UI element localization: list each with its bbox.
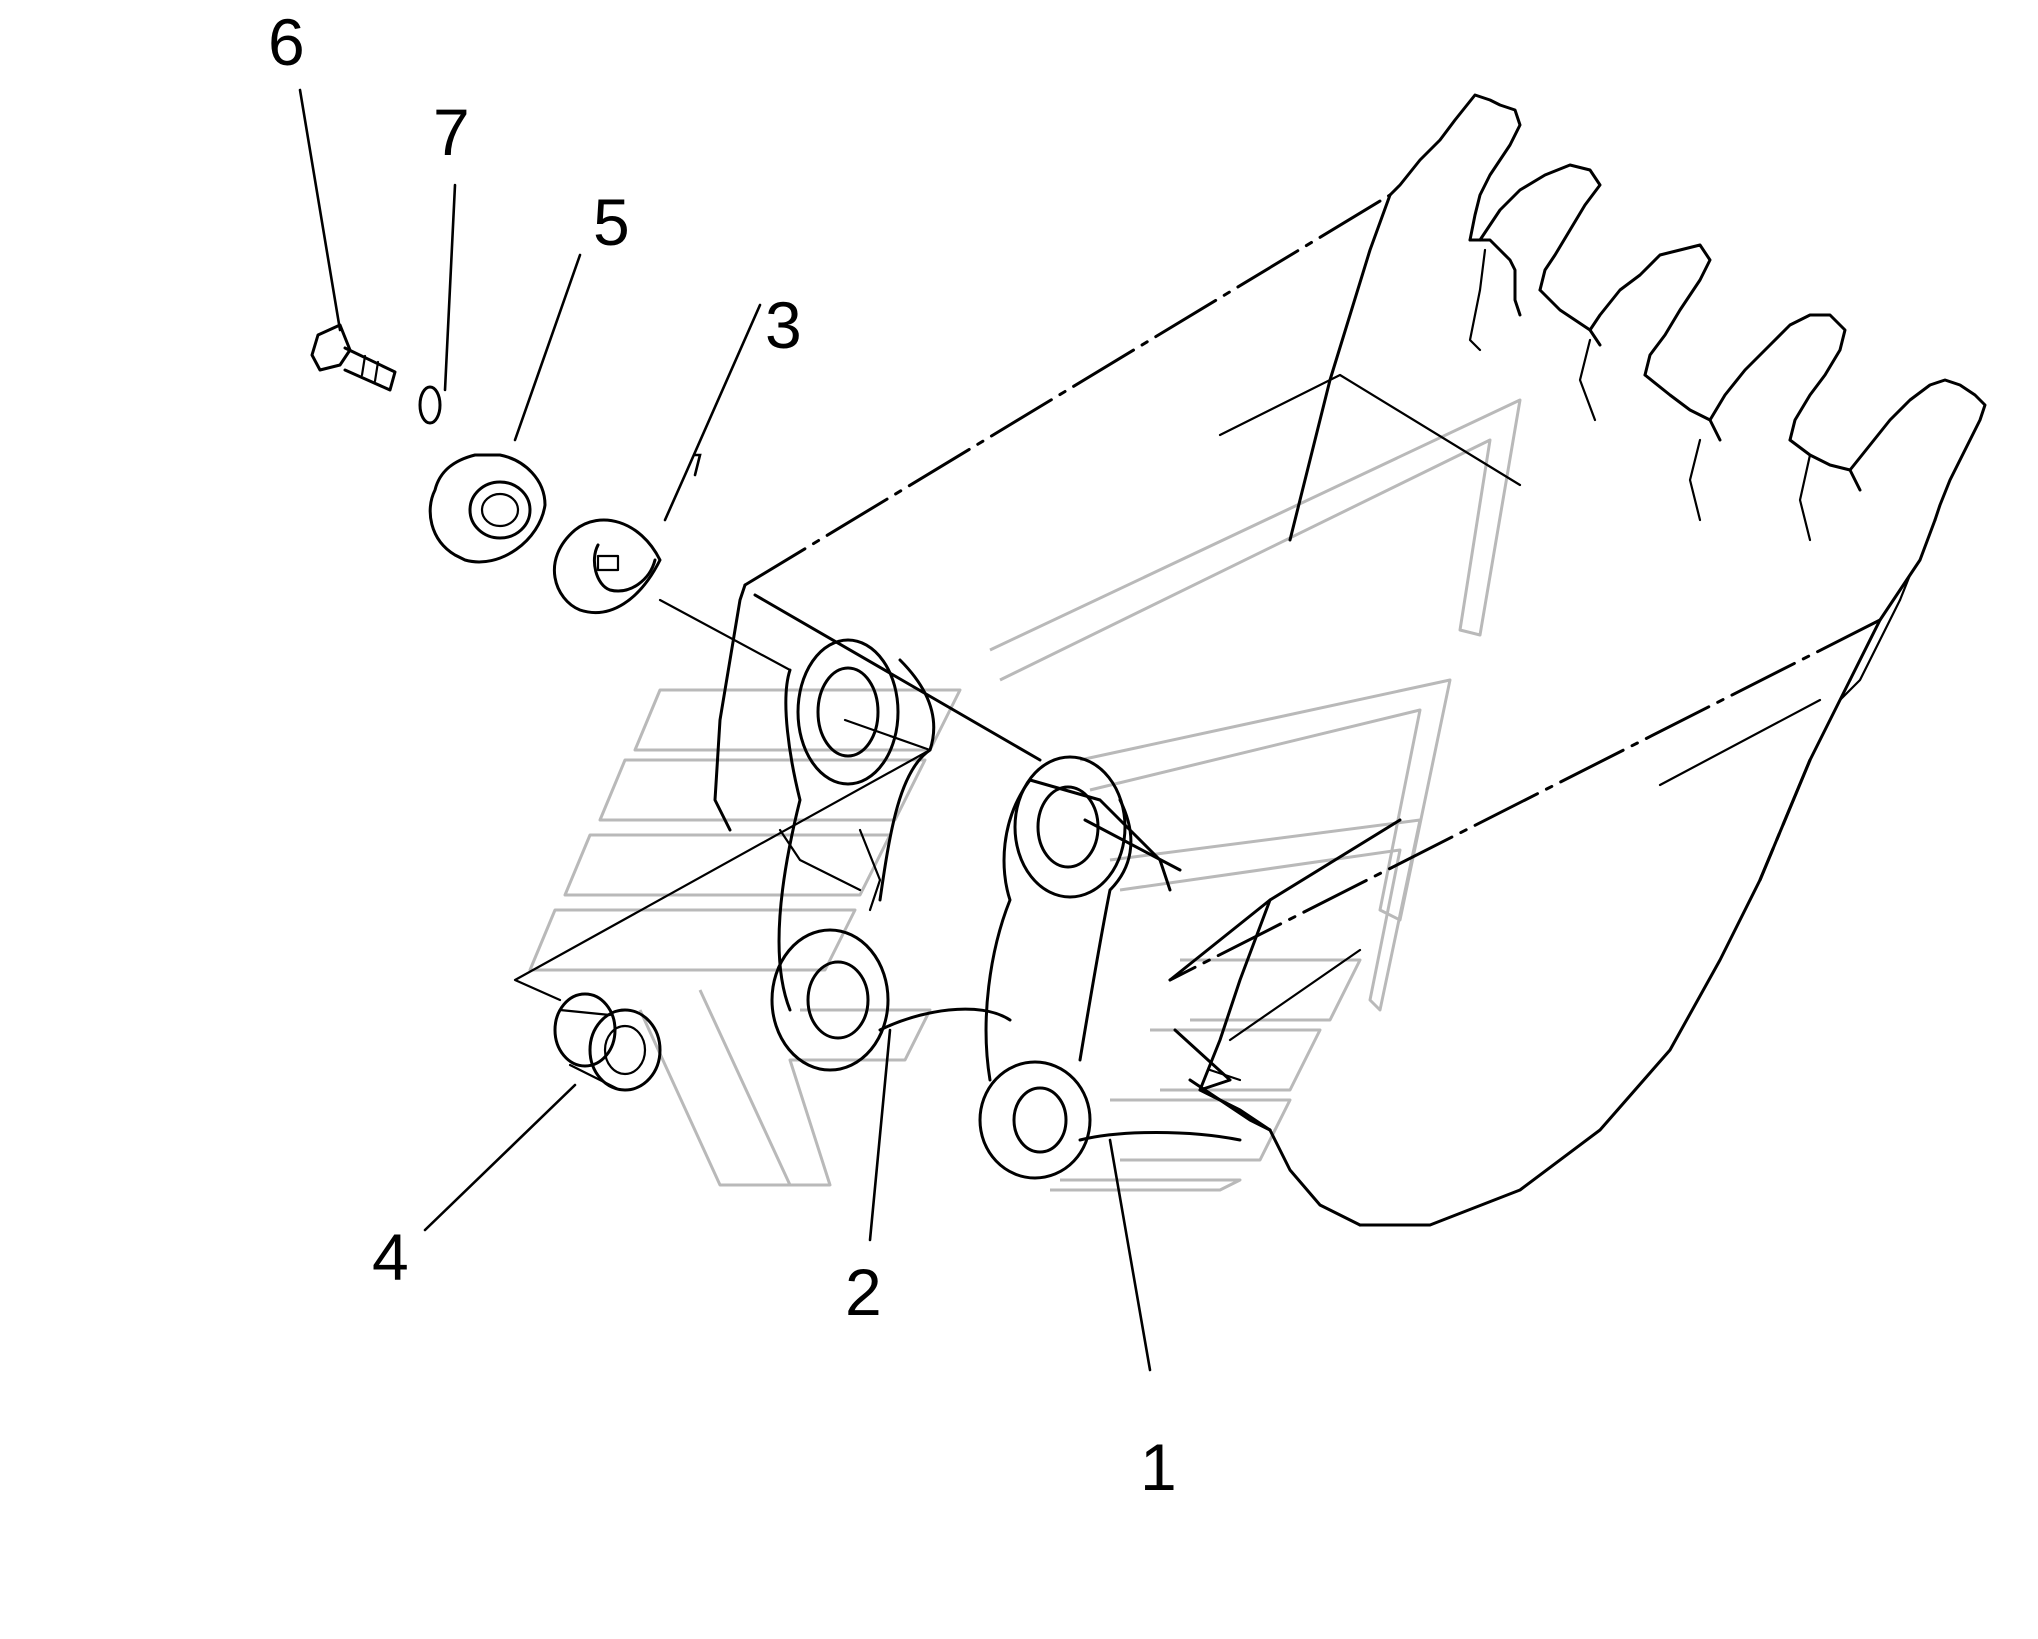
callout-3: 3 xyxy=(765,288,802,362)
callout-4: 4 xyxy=(372,1220,409,1294)
callout-5: 5 xyxy=(593,185,630,259)
link-part-2 xyxy=(770,638,1012,1072)
pin-axis xyxy=(513,598,932,1002)
shim-part-3 xyxy=(553,518,662,615)
leader-lines xyxy=(298,88,1152,1372)
collar-part-5 xyxy=(428,453,547,564)
callout-2: 2 xyxy=(845,1255,882,1329)
bolt-part-6 xyxy=(310,323,397,392)
callout-7: 7 xyxy=(433,95,470,169)
bucket-body xyxy=(713,93,1987,1227)
callout-6: 6 xyxy=(268,5,305,79)
bracket-part-1 xyxy=(978,755,1242,1180)
callouts: 6 7 5 3 4 2 1 xyxy=(268,5,1177,1504)
callout-1: 1 xyxy=(1140,1430,1177,1504)
washer-part-7 xyxy=(418,385,442,425)
watermark xyxy=(528,398,1522,1192)
bushing-part-4 xyxy=(553,992,662,1092)
